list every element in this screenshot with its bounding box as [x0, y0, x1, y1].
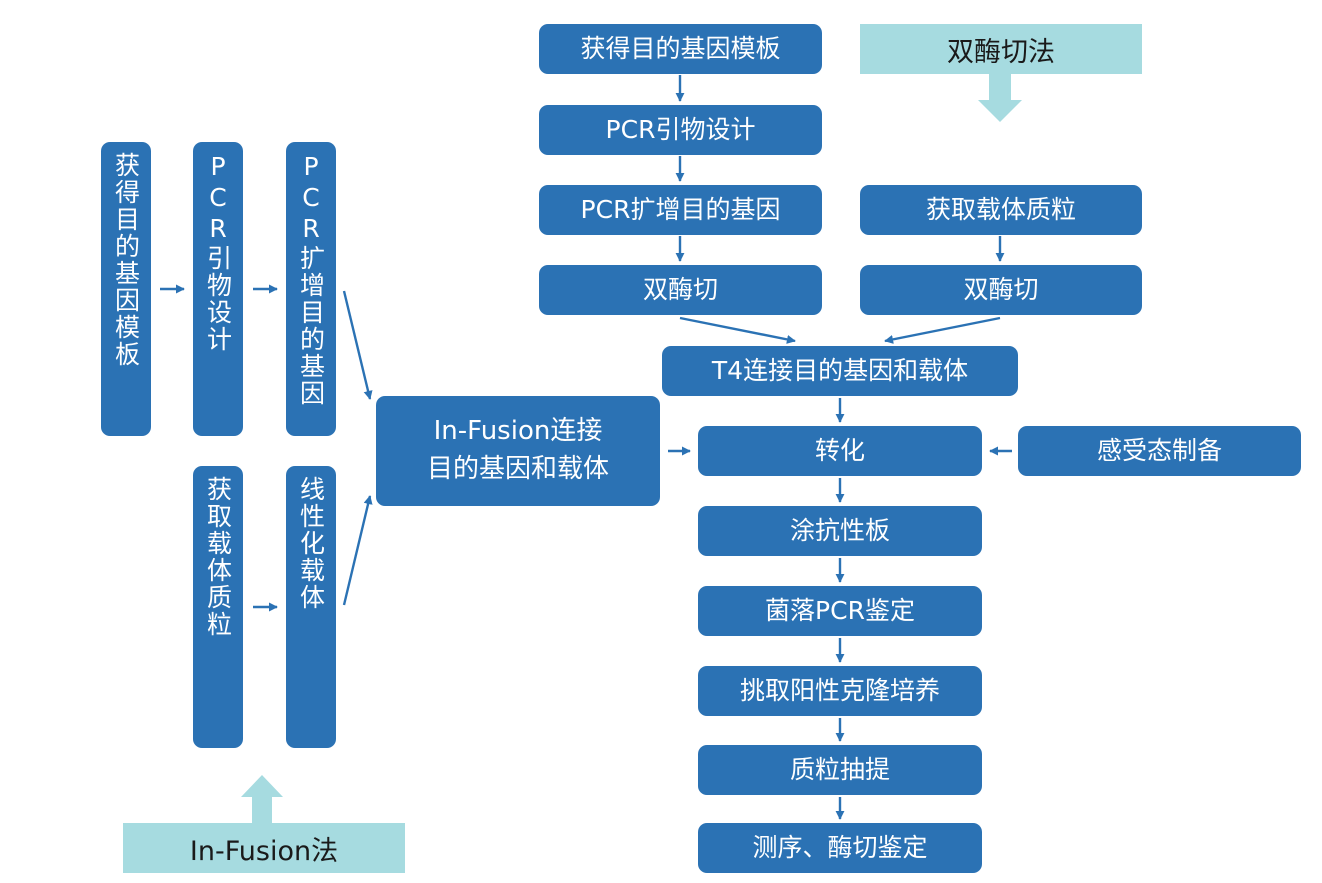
dd-pcr-amplify-label: PCR扩增目的基因 [580, 195, 781, 224]
infusion-primer-design-label: PCR引物设计 [203, 152, 233, 353]
competent-cells-box: 感受态制备 [1018, 426, 1301, 476]
arrow-pcr-to-infusion [342, 290, 373, 400]
infusion-method-label: In-Fusion法 [123, 823, 405, 873]
infusion-ligation-line1: In-Fusion连接 [433, 416, 603, 447]
plasmid-extraction-box: 质粒抽提 [698, 745, 982, 795]
dd-get-vector-box: 获取载体质粒 [860, 185, 1142, 235]
colony-pcr-box: 菌落PCR鉴定 [698, 586, 982, 636]
pick-positive-box: 挑取阳性克隆培养 [698, 666, 982, 716]
infusion-primer-design-box: PCR引物设计 [193, 142, 243, 436]
infusion-linearize-vector-label: 线性化载体 [296, 476, 326, 611]
infusion-up-arrow [241, 775, 283, 823]
infusion-ligation-line2: 目的基因和载体 [426, 454, 609, 484]
arrow-linearize-to-infusion [342, 495, 373, 606]
dd-digest-gene-box: 双酶切 [539, 265, 822, 315]
plasmid-extraction-label: 质粒抽提 [789, 755, 890, 784]
dd-pcr-amplify-box: PCR扩增目的基因 [539, 185, 822, 235]
plating-box: 涂抗性板 [698, 506, 982, 556]
competent-cells-label: 感受态制备 [1096, 436, 1222, 465]
infusion-pcr-amplify-label: PCR扩增目的基因 [296, 152, 326, 407]
infusion-pcr-amplify-box: PCR扩增目的基因 [286, 142, 336, 436]
double-digest-down-arrow [978, 74, 1022, 122]
dd-digest-vector-box: 双酶切 [860, 265, 1142, 315]
arrow-dd-digest-vector-to-t4 [884, 316, 1001, 344]
plating-label: 涂抗性板 [789, 516, 890, 545]
dd-primer-design-label: PCR引物设计 [605, 115, 756, 144]
dd-digest-gene-label: 双酶切 [642, 275, 718, 304]
infusion-get-template-box: 获得目的基因模板 [101, 142, 151, 436]
colony-pcr-label: 菌落PCR鉴定 [765, 596, 915, 625]
arrow-dd-digest-gene-to-t4 [679, 316, 796, 344]
dd-get-template-label: 获得目的基因模板 [580, 34, 781, 63]
dd-t4-ligation-box: T4连接目的基因和载体 [662, 346, 1018, 396]
dd-digest-vector-label: 双酶切 [963, 275, 1039, 304]
transformation-label: 转化 [814, 436, 865, 465]
infusion-get-template-label: 获得目的基因模板 [111, 152, 141, 368]
pick-positive-label: 挑取阳性克隆培养 [739, 676, 940, 705]
infusion-linearize-vector-box: 线性化载体 [286, 466, 336, 748]
sequencing-box: 测序、酶切鉴定 [698, 823, 982, 873]
dd-t4-ligation-label: T4连接目的基因和载体 [711, 356, 969, 385]
transformation-box: 转化 [698, 426, 982, 476]
dd-get-template-box: 获得目的基因模板 [539, 24, 822, 74]
infusion-get-vector-box: 获取载体质粒 [193, 466, 243, 748]
sequencing-label: 测序、酶切鉴定 [752, 833, 928, 862]
double-digest-method-label: 双酶切法 [860, 24, 1142, 74]
dd-get-vector-label: 获取载体质粒 [925, 195, 1076, 224]
infusion-get-vector-label: 获取载体质粒 [203, 476, 233, 638]
dd-primer-design-box: PCR引物设计 [539, 105, 822, 155]
infusion-ligation-box: In-Fusion连接 目的基因和载体 [376, 396, 660, 506]
